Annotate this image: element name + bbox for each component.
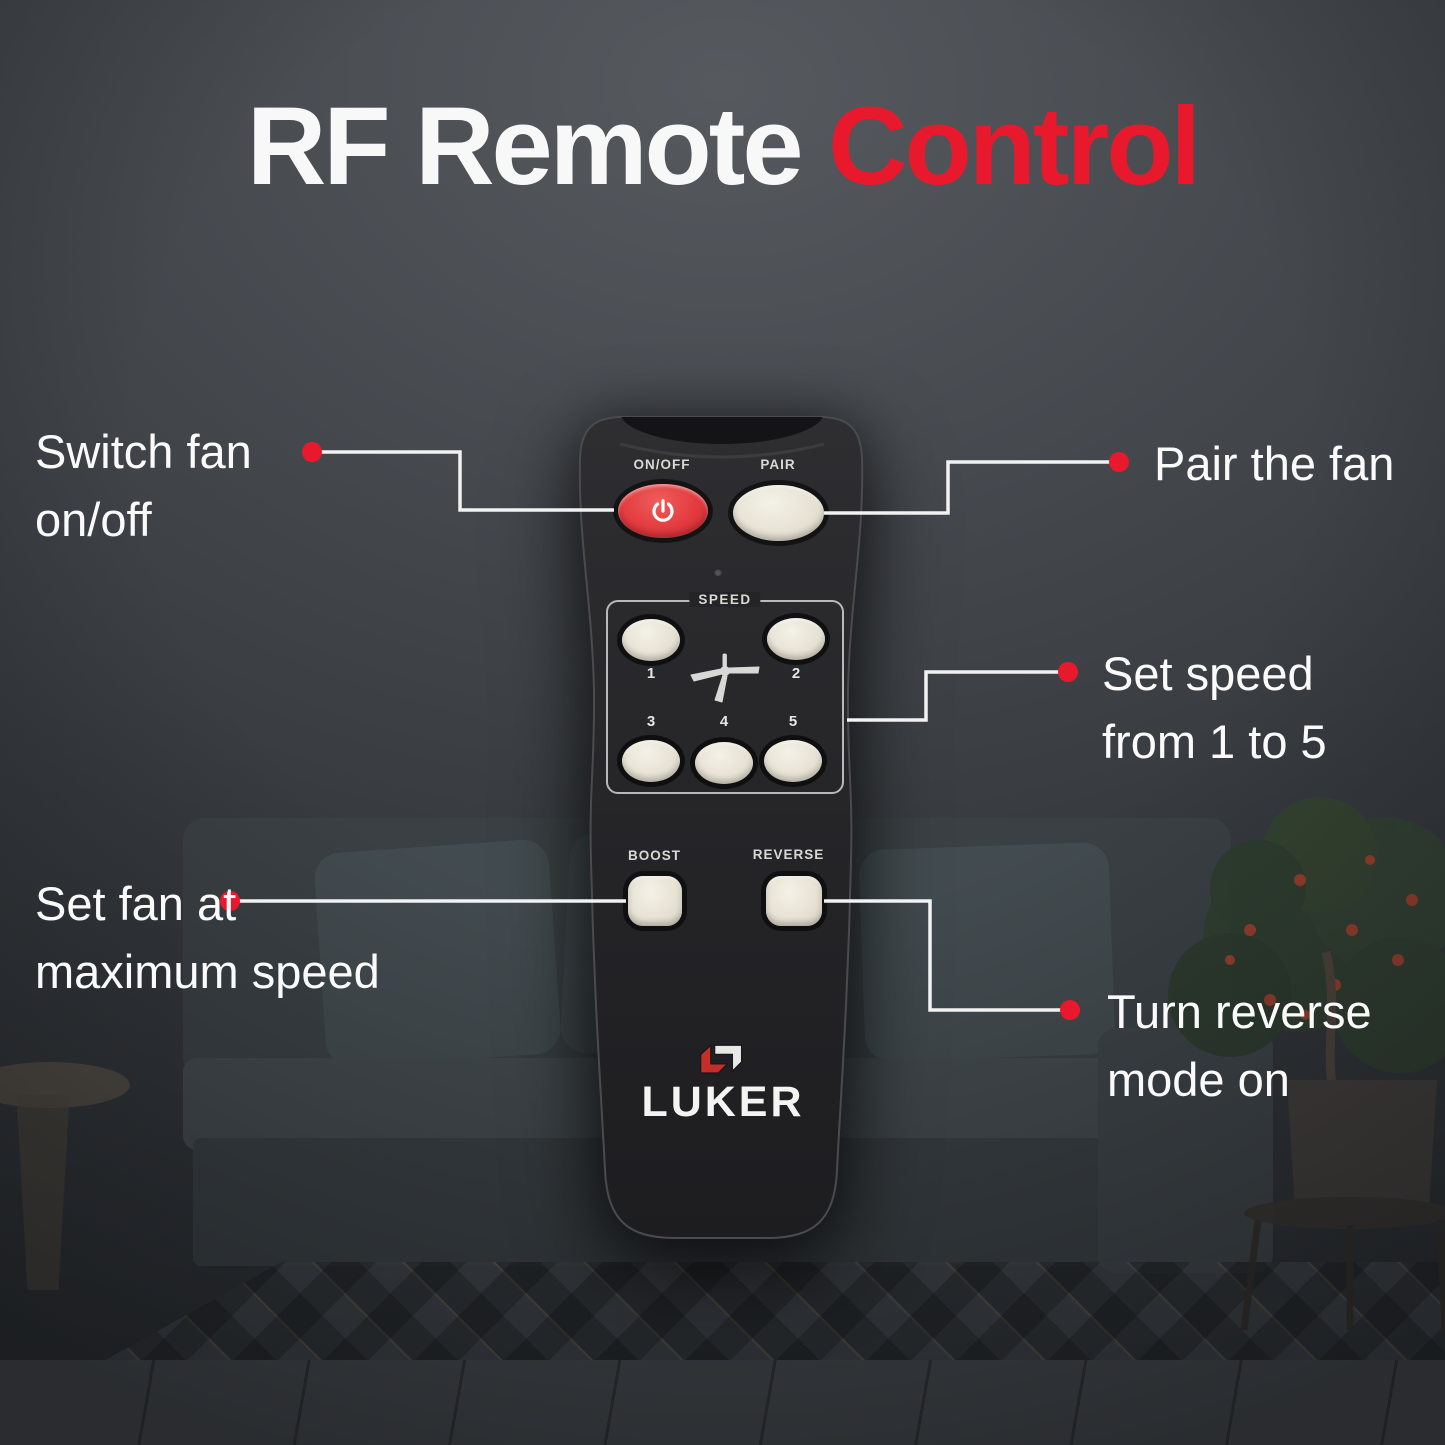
speed-section: SPEED 1 2 3 4 5 [606, 592, 844, 794]
power-icon [652, 499, 674, 522]
ceiling-fan-icon [690, 653, 760, 703]
speed-1-label: 1 [646, 665, 656, 682]
onoff-button[interactable] [618, 484, 708, 538]
title-accent-text: Control [828, 85, 1201, 208]
reverse-button[interactable] [766, 876, 822, 926]
speed-2-label: 2 [791, 665, 801, 682]
pair-button[interactable] [733, 485, 824, 541]
speed-2-button[interactable] [767, 618, 825, 660]
callout-pair-fan: Pair the fan [1154, 437, 1395, 490]
speed-4-button[interactable] [695, 742, 753, 784]
speed-3-label: 3 [646, 713, 656, 730]
speed-3-button[interactable] [622, 740, 680, 782]
brand-name: LUKER [641, 1078, 805, 1126]
page-title: RF Remote Control [0, 88, 1445, 206]
speed-4-label: 4 [719, 713, 729, 730]
onoff-label: ON/OFF [633, 457, 691, 472]
led-indicator [714, 568, 722, 576]
luker-logo-mark [699, 1043, 743, 1074]
speed-1-button[interactable] [622, 619, 680, 661]
title-text: RF Remote [246, 85, 804, 208]
pair-label: PAIR [760, 457, 796, 472]
speed-5-label: 5 [788, 713, 798, 730]
speed-5-button[interactable] [764, 740, 822, 782]
reverse-label: REVERSE [752, 847, 825, 862]
speed-section-label: SPEED [689, 592, 761, 607]
boost-label: BOOST [627, 848, 681, 863]
boost-button[interactable] [628, 876, 682, 926]
